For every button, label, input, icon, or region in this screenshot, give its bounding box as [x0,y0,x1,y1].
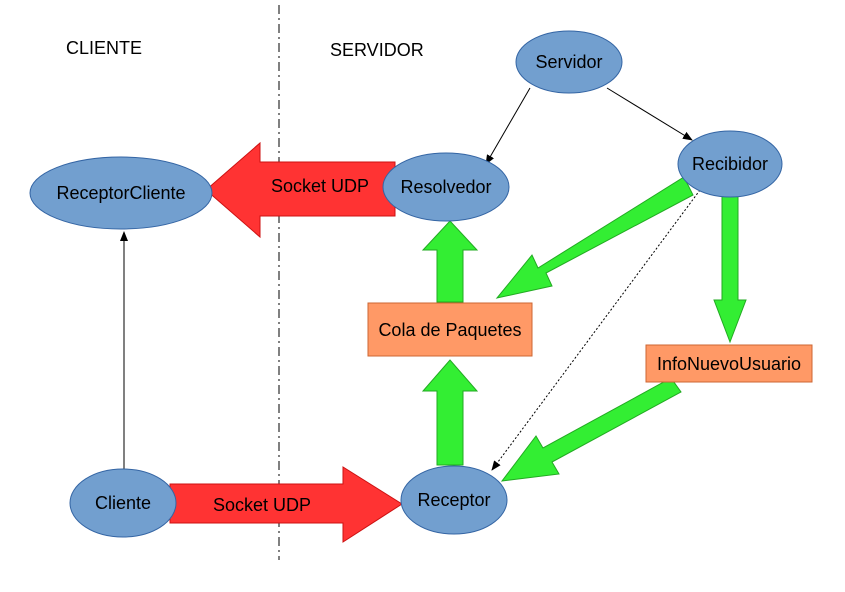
servidor-node [515,30,623,94]
receptorcliente-node-label: ReceptorCliente [56,183,185,203]
recibidor-to-infonuevousuario-arrow [713,195,747,344]
resolvedor-node [382,152,510,222]
socket-udp-label-bottom: Socket UDP [213,495,311,515]
recibidor-to-cola-arrow [495,176,694,299]
infonuevousuario-node-label: InfoNuevoUsuario [657,354,801,374]
cliente-node-label: Cliente [95,493,151,513]
infonuevousuario-node [645,344,813,383]
servidor-to-resolvedor-edge [485,87,531,165]
socket-udp-arrow-bottom [169,466,403,543]
cliente-section-label: CLIENTE [66,38,142,58]
cliente-node [69,468,177,538]
resolvedor-node-label: Resolvedor [400,177,491,197]
socket-udp-label-top: Socket UDP [271,176,369,196]
socket-udp-arrow-top [205,141,396,239]
cola-to-resolvedor-arrow [421,220,479,303]
infonuevousuario-to-receptor-arrow [500,377,682,482]
servidor-to-recibidor-edge [606,87,693,141]
recibidor-node [677,130,783,198]
receptor-to-cola-arrow [421,359,479,466]
recibidor-node-label: Recibidor [692,154,768,174]
servidor-node-label: Servidor [535,52,602,72]
receptorcliente-node [29,156,213,230]
receptor-node-label: Receptor [417,490,490,510]
receptor-node [400,465,508,535]
cola-de-paquetes-node-label: Cola de Paquetes [378,320,521,340]
servidor-section-label: SERVIDOR [330,40,424,60]
cola-de-paquetes-node [367,302,533,357]
